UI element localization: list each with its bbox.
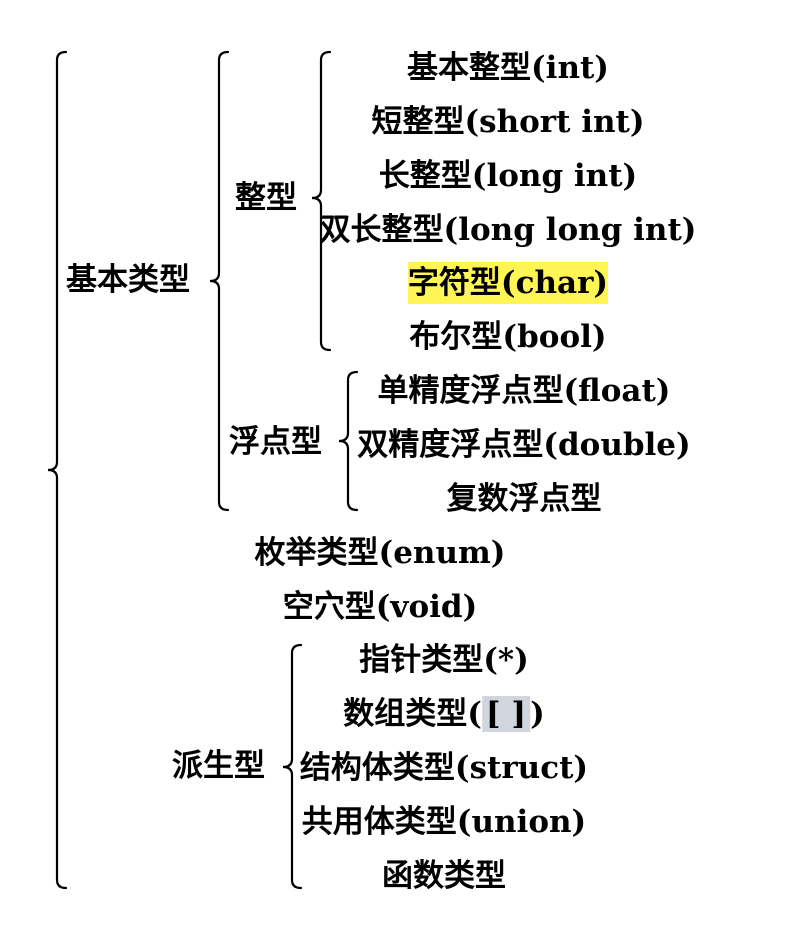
array-type-item: 数组类型([ ]) [343,696,545,732]
enum-item: 枚举类型(enum) [254,535,506,571]
integer-type-label: 整型 [235,180,297,216]
double-item: 双精度浮点型(double) [357,427,691,463]
float-brace [338,370,359,512]
complex-float-item: 复数浮点型 [446,481,602,517]
float-item: 单精度浮点型(float) [377,373,671,409]
basic-types-label: 基本类型 [66,262,190,298]
bool-item: 布尔型(bool) [409,319,607,355]
derived-type-label: 派生型 [172,748,265,784]
array-brackets-highlight: [ ] [481,696,531,732]
long-int-item: 长整型(long int) [378,158,638,194]
void-item: 空穴型(void) [282,589,478,625]
root-brace [47,50,68,890]
function-type-item: 函数类型 [382,858,506,894]
integer-brace [311,50,332,352]
short-int-item: 短整型(short int) [371,104,645,140]
pointer-type-item: 指针类型(*) [359,642,529,678]
long-long-int-item: 双长整型(long long int) [319,212,697,248]
char-item: 字符型(char) [407,262,609,304]
union-type-item: 共用体类型(union) [301,804,587,840]
int-item: 基本整型(int) [407,50,609,86]
struct-type-item: 结构体类型(struct) [299,750,589,786]
float-type-label: 浮点型 [229,424,322,460]
basic-types-brace [209,50,230,512]
derived-brace [282,643,303,890]
